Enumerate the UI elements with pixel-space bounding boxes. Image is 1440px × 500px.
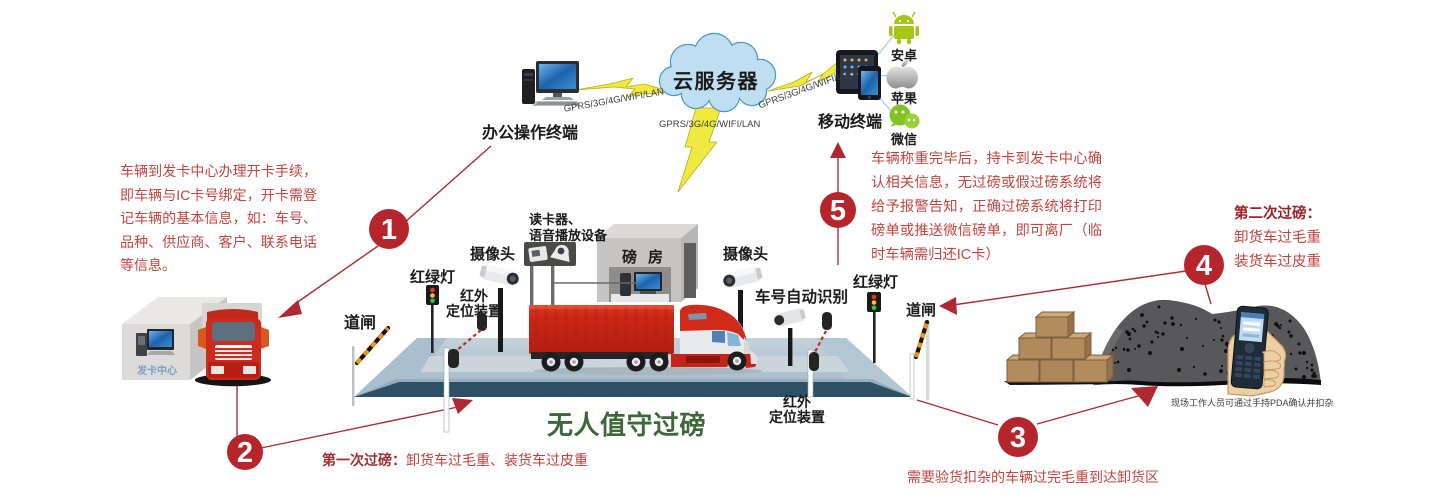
svg-text:3: 3 [1010,422,1026,454]
svg-text:5: 5 [830,195,846,227]
svg-text:4: 4 [1196,250,1212,282]
svg-text:2: 2 [237,437,253,469]
svg-text:1: 1 [381,214,397,246]
